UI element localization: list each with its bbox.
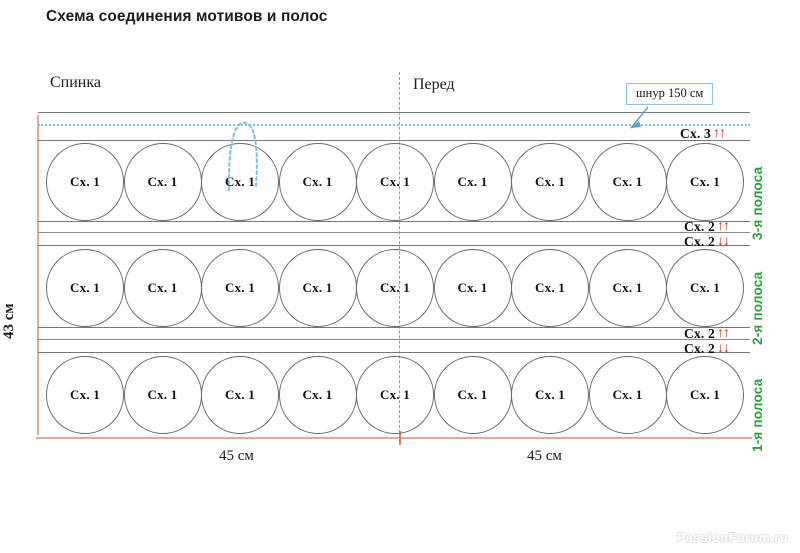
scheme-note-2d: Сх. 2 ↓↓ — [684, 341, 730, 357]
motif-label: Сх. 1 — [147, 174, 178, 189]
site-watermark: PassionForum.ru — [676, 530, 788, 545]
scheme-note-2d-text: Сх. 2 — [684, 341, 715, 356]
motif-circle[interactable]: Сх. 1 — [511, 356, 589, 434]
height-guide-line — [37, 115, 39, 435]
scheme-note-2b: Сх. 2 ↓↓ — [684, 234, 730, 250]
motif-label: Сх. 1 — [690, 280, 720, 295]
motif-label: Сх. 1 — [225, 387, 255, 402]
scheme-note-2a-arrows: ↑↑ — [717, 219, 730, 234]
measure-height: 43 см — [1, 303, 17, 339]
scheme-note-2b-arrows: ↓↓ — [717, 234, 730, 249]
motif-row-1: Сх. 1 Сх. 1 Сх. 1 Сх. 1 Сх. 1 Сх. 1 Сх. … — [46, 356, 750, 434]
motif-label: Сх. 1 — [70, 387, 100, 402]
motif-label: Сх. 1 — [302, 174, 333, 189]
page-title: Схема соединения мотивов и полос — [46, 8, 328, 25]
motif-circle[interactable]: Сх. 1 — [666, 249, 744, 327]
motif-label: Сх. 1 — [147, 280, 178, 295]
scheme-note-2a-text: Сх. 2 — [684, 219, 715, 234]
motif-circle[interactable]: Сх. 1 — [46, 143, 124, 221]
section-label-back: Спинка — [50, 74, 101, 91]
motif-label: Сх. 1 — [535, 174, 565, 189]
motif-circle[interactable]: Сх. 1 — [278, 249, 357, 327]
strip-label-1: 1-я полоса — [750, 378, 765, 452]
motif-circle[interactable]: Сх. 1 — [666, 356, 744, 434]
motif-label: Сх. 1 — [225, 280, 255, 295]
width-guide-line — [36, 437, 752, 439]
motif-label: Сх. 1 — [612, 387, 643, 402]
rule-row2-bottom — [38, 327, 750, 328]
motif-label: Сх. 1 — [225, 174, 255, 189]
scheme-note-2c: Сх. 2 ↑↑ — [684, 326, 730, 342]
motif-label: Сх. 1 — [690, 174, 720, 189]
scheme-note-2c-text: Сх. 2 — [684, 326, 715, 341]
rule-row1-top — [38, 352, 750, 353]
scheme-note-2a: Сх. 2 ↑↑ — [684, 219, 730, 235]
motif-label: Сх. 1 — [535, 280, 565, 295]
motif-label: Сх. 1 — [147, 387, 178, 402]
motif-circle[interactable]: Сх. 1 — [433, 249, 512, 327]
motif-label: Сх. 1 — [457, 174, 488, 189]
scheme-note-2d-arrows: ↓↓ — [717, 341, 730, 356]
motif-circle[interactable]: Сх. 1 — [356, 356, 434, 434]
motif-circle[interactable]: Сх. 1 — [201, 143, 279, 221]
motif-row-2: Сх. 1 Сх. 1 Сх. 1 Сх. 1 Сх. 1 Сх. 1 Сх. … — [46, 249, 750, 327]
motif-circle[interactable]: Сх. 1 — [123, 356, 202, 434]
motif-label: Сх. 1 — [612, 174, 643, 189]
motif-circle[interactable]: Сх. 1 — [278, 143, 357, 221]
rule-between-3-2-mid — [38, 232, 750, 233]
center-tick-mark — [399, 431, 401, 445]
motif-circle[interactable]: Сх. 1 — [433, 356, 512, 434]
motif-circle[interactable]: Сх. 1 — [201, 356, 279, 434]
motif-circle[interactable]: Сх. 1 — [46, 356, 124, 434]
motif-label: Сх. 1 — [690, 387, 720, 402]
motif-label: Сх. 1 — [457, 280, 488, 295]
motif-label: Сх. 1 — [380, 387, 410, 402]
motif-label: Сх. 1 — [302, 387, 333, 402]
measure-width-left: 45 см — [219, 448, 254, 464]
motif-label: Сх. 1 — [457, 387, 488, 402]
rule-between-2-1-mid — [38, 339, 750, 340]
rule-row2-top — [38, 245, 750, 246]
scheme-note-3-text: Сх. 3 — [680, 126, 711, 141]
motif-row-3: Сх. 1 Сх. 1 Сх. 1 Сх. 1 Сх. 1 Сх. 1 Сх. … — [46, 143, 750, 221]
scheme-note-3: Сх. 3 ↑↑ — [680, 126, 726, 142]
motif-label: Сх. 1 — [70, 280, 100, 295]
motif-label: Сх. 1 — [70, 174, 100, 189]
motif-circle[interactable]: Сх. 1 — [433, 143, 512, 221]
scheme-note-2b-text: Сх. 2 — [684, 234, 715, 249]
motif-circle[interactable]: Сх. 1 — [356, 143, 434, 221]
motif-circle[interactable]: Сх. 1 — [201, 249, 279, 327]
motif-label: Сх. 1 — [380, 280, 410, 295]
rule-row3-bottom — [38, 221, 750, 222]
motif-circle[interactable]: Сх. 1 — [46, 249, 124, 327]
motif-label: Сх. 1 — [380, 174, 410, 189]
rule-row3-top — [38, 140, 750, 141]
rule-top-outer — [38, 112, 750, 113]
motif-circle[interactable]: Сх. 1 — [588, 356, 667, 434]
section-label-front: Перед — [413, 76, 455, 93]
motif-label: Сх. 1 — [302, 280, 333, 295]
motif-circle[interactable]: Сх. 1 — [356, 249, 434, 327]
motif-circle[interactable]: Сх. 1 — [123, 143, 202, 221]
motif-circle[interactable]: Сх. 1 — [666, 143, 744, 221]
cord-callout-text: шнур 150 см — [636, 86, 704, 100]
motif-circle[interactable]: Сх. 1 — [511, 143, 589, 221]
motif-circle[interactable]: Сх. 1 — [511, 249, 589, 327]
scheme-note-3-arrows: ↑↑ — [713, 126, 726, 141]
motif-circle[interactable]: Сх. 1 — [278, 356, 357, 434]
motif-circle[interactable]: Сх. 1 — [588, 249, 667, 327]
scheme-note-2c-arrows: ↑↑ — [717, 326, 730, 341]
motif-circle[interactable]: Сх. 1 — [588, 143, 667, 221]
strip-label-2: 2-я полоса — [750, 271, 765, 345]
strip-label-3: 3-я полоса — [750, 166, 765, 240]
cord-dotted-line — [38, 124, 750, 126]
cord-callout-box[interactable]: шнур 150 см — [626, 83, 714, 106]
motif-label: Сх. 1 — [612, 280, 643, 295]
motif-circle[interactable]: Сх. 1 — [123, 249, 202, 327]
measure-width-right: 45 см — [527, 448, 562, 464]
motif-label: Сх. 1 — [535, 387, 565, 402]
